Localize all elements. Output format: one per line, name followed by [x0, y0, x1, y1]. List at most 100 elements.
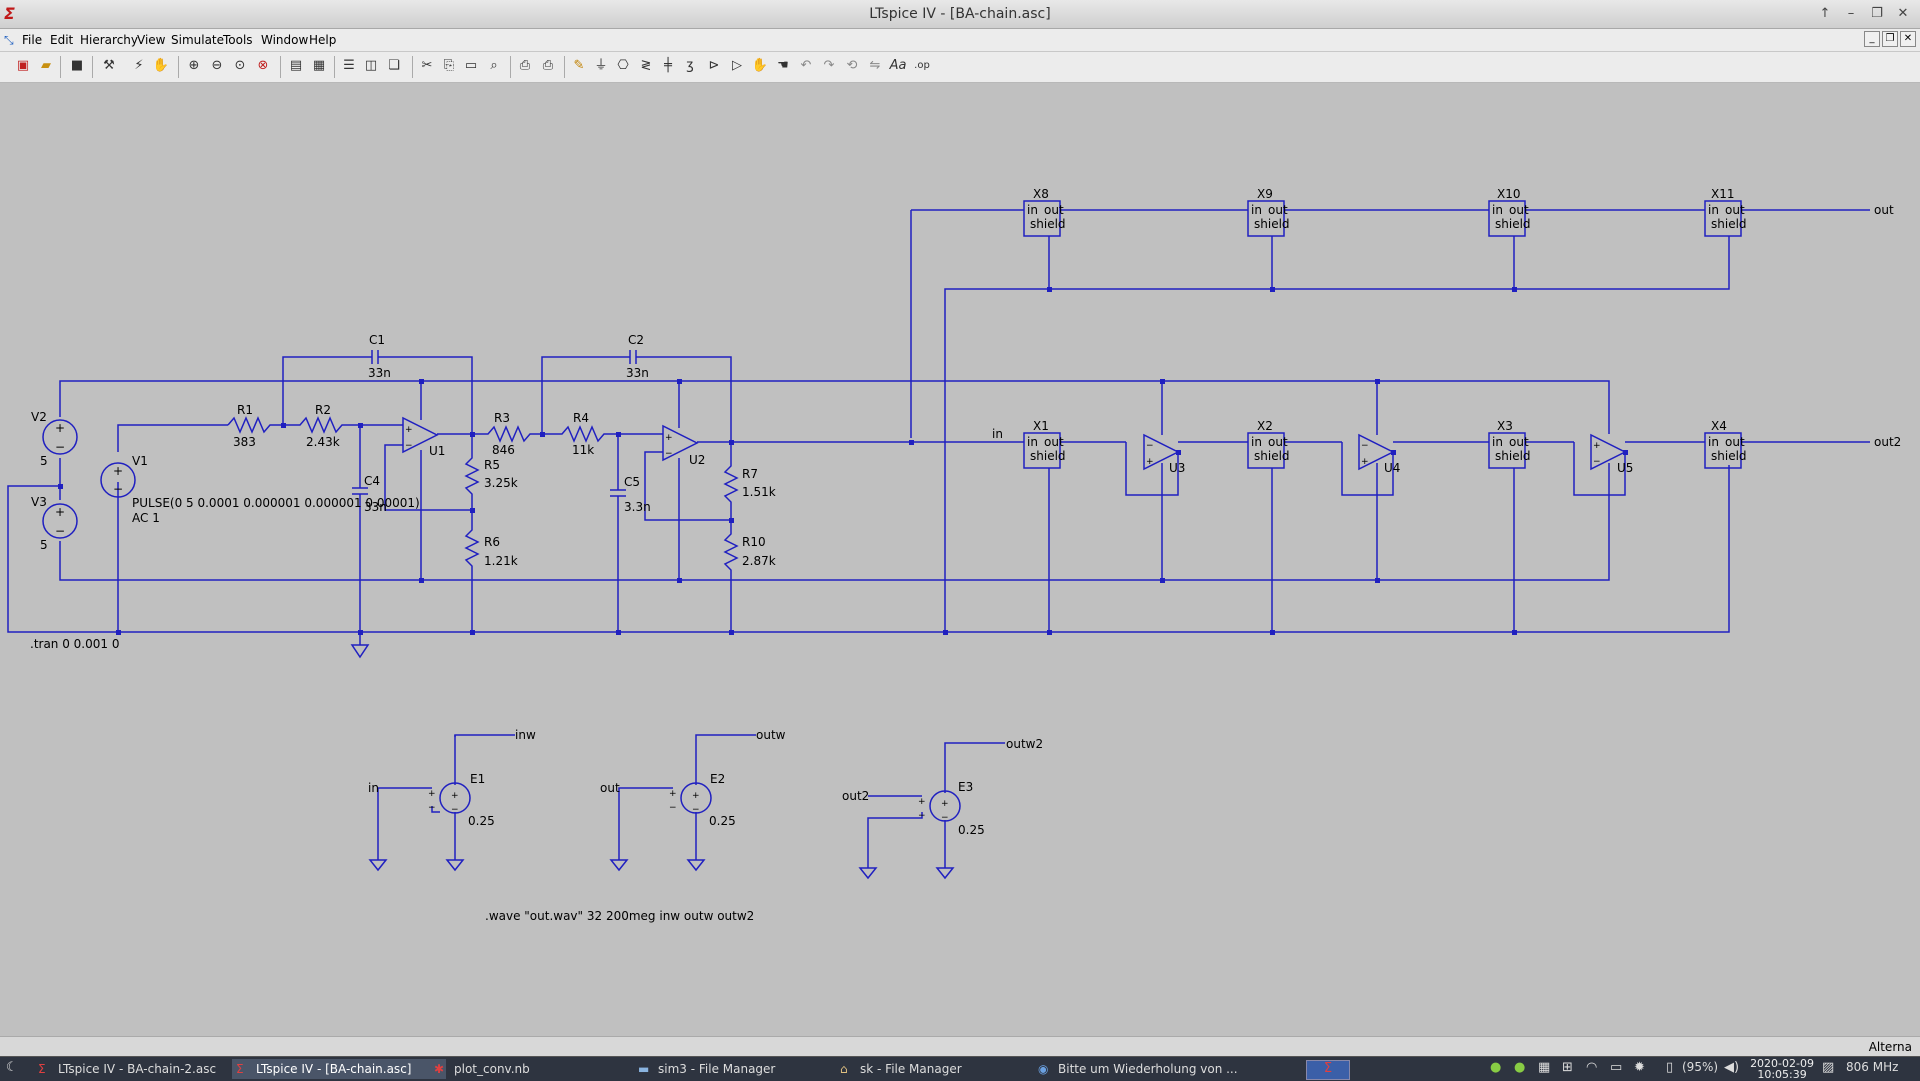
r3-name[interactable]: R3	[494, 411, 510, 425]
volume-icon[interactable]: ◀)	[1724, 1060, 1740, 1075]
r1-name[interactable]: R1	[237, 403, 253, 417]
e1-name[interactable]: E1	[470, 772, 485, 786]
save-icon[interactable]: ■	[70, 58, 84, 73]
r2-value[interactable]: 2.43k	[306, 435, 340, 449]
find-icon[interactable]: ⌕	[490, 58, 498, 73]
drag-icon[interactable]: ☚	[777, 58, 789, 73]
wire-icon[interactable]: ✎	[573, 58, 585, 73]
menu-window[interactable]: Window	[261, 33, 309, 47]
waveform-icon[interactable]: ▤	[289, 58, 303, 73]
maximize-icon[interactable]: ❐	[1871, 6, 1883, 21]
r7-name[interactable]: R7	[742, 467, 758, 481]
zoom-in-icon[interactable]: ⊕	[188, 58, 200, 73]
schematic-canvas[interactable]: + − + − + − + − + − + − + − + − + − + − …	[0, 83, 1920, 1045]
ltspice-tray-icon[interactable]: Ʃ	[1306, 1060, 1350, 1080]
u5-name[interactable]: U5	[1617, 461, 1633, 475]
v2-name[interactable]: V2	[31, 410, 47, 424]
tran-directive[interactable]: .tran 0 0.001 0	[30, 637, 119, 651]
r4-name[interactable]: R4	[573, 411, 589, 425]
settings-icon[interactable]: ✹	[1634, 1060, 1645, 1075]
zoom-cancel-icon[interactable]: ⊗	[257, 58, 269, 73]
menu-file[interactable]: File	[22, 33, 43, 47]
u4-name[interactable]: U4	[1384, 461, 1400, 475]
v3-value[interactable]: 5	[40, 538, 48, 552]
r7-value[interactable]: 1.51k	[742, 485, 776, 499]
zoom-out-icon[interactable]: ⊖	[211, 58, 223, 73]
c5-value[interactable]: 3.3n	[624, 500, 651, 514]
e2-value[interactable]: 0.25	[709, 814, 736, 828]
wifi-icon[interactable]: ◠	[1586, 1060, 1598, 1075]
net-label-e2-in[interactable]: out	[600, 781, 620, 795]
e3-name[interactable]: E3	[958, 780, 973, 794]
r5-value[interactable]: 3.25k	[484, 476, 518, 490]
v3-name[interactable]: V3	[31, 495, 47, 509]
task-browser[interactable]: ◉Bitte um Wiederholung von ...	[1034, 1059, 1254, 1079]
cut-icon[interactable]: ✂	[421, 58, 433, 73]
r2-name[interactable]: R2	[315, 403, 331, 417]
wave-directive[interactable]: .wave "out.wav" 32 200meg inw outw outw2	[485, 909, 754, 923]
network-icon[interactable]: ▦	[1538, 1060, 1551, 1075]
u3-name[interactable]: U3	[1169, 461, 1185, 475]
mdi-close-icon[interactable]: ✕	[1900, 31, 1916, 47]
r6-name[interactable]: R6	[484, 535, 500, 549]
autorange-icon[interactable]: ▦	[312, 58, 326, 73]
c4-value[interactable]: 33n	[364, 500, 387, 514]
net-label-in[interactable]: in	[992, 427, 1003, 441]
c1-name[interactable]: C1	[369, 333, 385, 347]
u2-name[interactable]: U2	[689, 453, 705, 467]
menu-view[interactable]: View	[137, 33, 166, 47]
close-icon[interactable]: ✕	[1897, 6, 1909, 21]
v2-value[interactable]: 5	[40, 454, 48, 468]
inductor-icon[interactable]: ʒ	[686, 58, 694, 73]
capacitor-icon[interactable]: ╪	[664, 58, 672, 73]
task-sim3-file-manager[interactable]: ▬sim3 - File Manager	[634, 1059, 848, 1079]
menu-help[interactable]: Help	[309, 33, 337, 47]
halt-icon[interactable]: ✋	[152, 58, 170, 73]
r6-value[interactable]: 1.21k	[484, 554, 518, 568]
v1-name[interactable]: V1	[132, 454, 148, 468]
mdi-restore-icon[interactable]: ❐	[1882, 31, 1898, 47]
net-label-inw[interactable]: inw	[515, 728, 536, 742]
task-sk-file-manager[interactable]: ⌂sk - File Manager	[836, 1059, 1050, 1079]
c2-name[interactable]: C2	[628, 333, 644, 347]
tile-vertical-icon[interactable]: ◫	[364, 58, 378, 73]
diode-icon[interactable]: ⊳	[708, 58, 720, 73]
r10-value[interactable]: 2.87k	[742, 554, 776, 568]
component-icon[interactable]: ▷	[732, 58, 742, 73]
v1-ac-value[interactable]: AC 1	[132, 511, 160, 525]
menu-edit[interactable]: Edit	[50, 33, 74, 47]
net-label-e1-in[interactable]: in	[368, 781, 379, 795]
cascade-icon[interactable]: ❏	[388, 58, 400, 73]
open-icon[interactable]: ▰	[41, 58, 51, 73]
r1-value[interactable]: 383	[233, 435, 256, 449]
rotate-icon[interactable]: ⟲	[846, 58, 858, 73]
user-icon[interactable]: ●	[1490, 1060, 1502, 1075]
display-icon[interactable]: ▭	[1610, 1060, 1623, 1075]
spice-directive-icon[interactable]: .op	[914, 60, 930, 71]
u1-name[interactable]: U1	[429, 444, 445, 458]
move-icon[interactable]: ✋	[751, 58, 769, 73]
e3-value[interactable]: 0.25	[958, 823, 985, 837]
e2-name[interactable]: E2	[710, 772, 725, 786]
net-label-outw2[interactable]: outw2	[1006, 737, 1043, 751]
c4-name[interactable]: C4	[364, 474, 380, 488]
menu-tools[interactable]: Tools	[223, 33, 253, 47]
text-icon[interactable]: Aa	[889, 58, 907, 73]
undo-icon[interactable]: ↶	[800, 58, 812, 73]
start-menu-icon[interactable]: ☾	[6, 1060, 18, 1075]
net-label-outw[interactable]: outw	[756, 728, 786, 742]
menu-hierarchy[interactable]: Hierarchy	[80, 33, 139, 47]
paste-icon[interactable]: ▭	[464, 58, 478, 73]
r3-value[interactable]: 846	[492, 443, 515, 457]
